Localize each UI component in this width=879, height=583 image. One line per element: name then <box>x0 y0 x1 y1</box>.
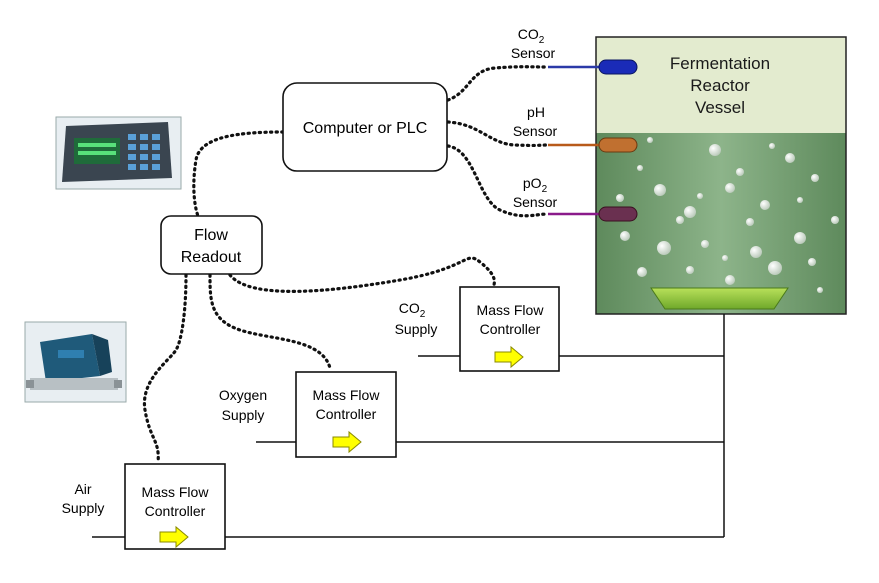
svg-text:CO2: CO2 <box>399 300 426 320</box>
svg-text:Sensor: Sensor <box>513 194 558 210</box>
gas-piping <box>92 314 725 538</box>
co2-sensor-probe <box>548 59 638 75</box>
mfc-co2: Mass Flow Controller <box>459 286 560 372</box>
flow-arrow-icon <box>159 525 189 549</box>
co2-sensor-label: CO2 Sensor <box>511 26 556 61</box>
oxygen-supply-label: Oxygen Supply <box>219 387 267 423</box>
readout-device-image <box>55 116 182 190</box>
svg-text:Controller: Controller <box>316 406 377 422</box>
air-supply-label: Air Supply <box>62 481 105 516</box>
svg-text:Mass Flow: Mass Flow <box>313 387 381 403</box>
svg-text:Sensor: Sensor <box>511 45 556 61</box>
flow-readout-line1: Flow <box>194 227 228 244</box>
fermentation-vessel <box>595 36 847 315</box>
vessel-label-line3: Vessel <box>695 98 745 117</box>
svg-text:pO2: pO2 <box>523 175 548 195</box>
svg-text:Controller: Controller <box>145 503 206 519</box>
po2-sensor-label: pO2 Sensor <box>513 175 558 210</box>
bubbles <box>616 137 839 303</box>
ph-sensor-probe <box>548 137 638 153</box>
svg-text:Controller: Controller <box>480 321 541 337</box>
svg-text:Oxygen: Oxygen <box>219 387 267 403</box>
flow-arrow-icon <box>332 430 362 454</box>
svg-text:Supply: Supply <box>395 321 438 337</box>
svg-text:Air: Air <box>74 481 91 497</box>
svg-text:pH: pH <box>527 104 545 120</box>
flow-arrow-icon <box>494 345 524 369</box>
signal-cables <box>142 65 550 465</box>
svg-text:Mass Flow: Mass Flow <box>142 484 210 500</box>
svg-text:Supply: Supply <box>62 500 105 516</box>
co2-supply-label: CO2 Supply <box>395 300 438 337</box>
svg-text:Supply: Supply <box>222 407 265 423</box>
po2-sensor-probe <box>548 206 638 222</box>
mass-flow-controller-image <box>24 321 127 403</box>
vessel-label-line2: Reactor <box>690 76 750 95</box>
computer-plc-label: Computer or PLC <box>303 120 428 137</box>
ph-sensor-label: pH Sensor <box>513 104 558 139</box>
flow-readout-line2: Readout <box>181 249 242 266</box>
vessel-label-line1: Fermentation <box>670 54 770 73</box>
mfc-air: Mass Flow Controller <box>124 463 226 550</box>
svg-text:CO2: CO2 <box>518 26 545 46</box>
flow-readout-box <box>160 215 263 275</box>
computer-plc-box <box>282 82 448 172</box>
mfc-oxygen: Mass Flow Controller <box>295 371 397 458</box>
svg-text:Mass Flow: Mass Flow <box>477 302 545 318</box>
svg-text:Sensor: Sensor <box>513 123 558 139</box>
